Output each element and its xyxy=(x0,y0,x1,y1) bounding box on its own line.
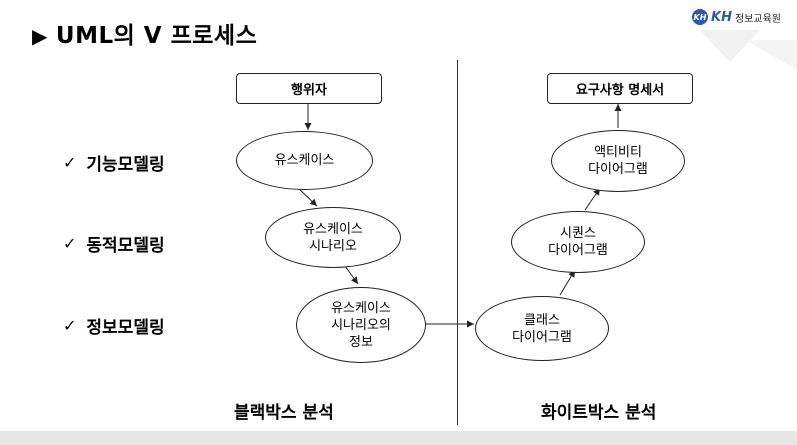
arrow-scenario-to-info xyxy=(344,265,359,285)
requirements-spec-box: 요구사항 명세서 xyxy=(547,73,693,104)
slide-title-text: UML의 V 프로세스 xyxy=(55,23,258,49)
kh-logo: KH KH 정보교육원 xyxy=(692,9,781,25)
checklist-item-information: ✓ 정보모델링 xyxy=(63,313,165,338)
checklist-item-functional: ✓ 기능모델링 xyxy=(63,150,165,175)
footer-bar xyxy=(0,431,797,445)
triangle-marker-icon: ▶ xyxy=(32,24,48,48)
sequence-diagram-node: 시퀀스 다이어그램 xyxy=(511,211,645,273)
whitebox-analysis-label: 화이트박스 분석 xyxy=(541,403,657,423)
check-icon: ✓ xyxy=(63,316,77,335)
arrow-usecase-to-scenario xyxy=(297,187,318,207)
check-icon: ✓ xyxy=(63,153,77,172)
kh-logo-name: 정보교육원 xyxy=(734,13,781,25)
arrow-sequence-to-activity xyxy=(584,187,601,211)
check-icon: ✓ xyxy=(63,234,77,253)
blackbox-analysis-label: 블랙박스 분석 xyxy=(234,403,334,423)
checklist-label: 정보모델링 xyxy=(86,318,165,338)
checklist-label: 동적모델링 xyxy=(86,236,165,256)
usecase-scenario-node: 유스케이스 시나리오 xyxy=(265,207,401,268)
checklist-item-dynamic: ✓ 동적모델링 xyxy=(63,231,165,256)
corner-decoration xyxy=(700,30,797,70)
usecase-node: 유스케이스 xyxy=(236,131,373,190)
kh-logo-icon: KH xyxy=(692,9,708,25)
class-diagram-node: 클래스 다이어그램 xyxy=(475,296,609,361)
slide-title: ▶ UML의 V 프로세스 xyxy=(32,16,257,50)
actor-box: 행위자 xyxy=(236,73,382,104)
activity-diagram-node: 액티비티 다이어그램 xyxy=(551,130,685,192)
center-divider xyxy=(457,60,458,425)
arrow-class-to-sequence xyxy=(559,269,576,296)
checklist-label: 기능모델링 xyxy=(86,155,165,175)
usecase-scenario-info-node: 유스케이스 시나리오의 정보 xyxy=(296,287,426,363)
kh-logo-brand: KH xyxy=(711,9,732,25)
